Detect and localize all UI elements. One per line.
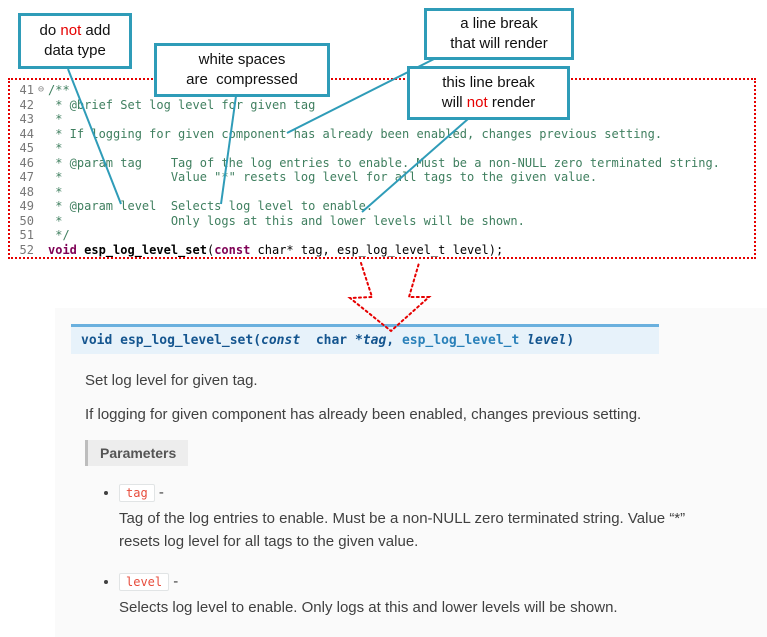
code-line: 51 */ <box>12 228 754 243</box>
code-text: * Value "*" resets log level for all tag… <box>48 170 598 184</box>
callout-break-render: a line break that will render <box>424 8 574 60</box>
emphasis-not: not <box>466 94 488 111</box>
param-description: Selects log level to enable. Only logs a… <box>119 599 618 616</box>
fold-gutter <box>34 170 48 185</box>
fold-gutter <box>34 127 48 142</box>
line-number: 52 <box>19 242 34 257</box>
code-line: 48 * <box>12 185 754 200</box>
sig-const-keyword: const <box>261 333 301 348</box>
fold-gutter <box>34 199 48 214</box>
code-text: /** <box>48 83 70 97</box>
callout-break-norender: this line break will not render <box>407 66 570 120</box>
line-number: 44 <box>19 126 34 141</box>
code-text: * <box>48 184 63 199</box>
line-number: 48 <box>19 184 34 199</box>
code-text: * <box>48 141 63 155</box>
code-line: 45 * <box>12 141 754 156</box>
code-line: 47 * Value "*" resets log level for all … <box>12 170 754 185</box>
param-badge-level: level <box>119 573 170 591</box>
emphasis-not: not <box>60 22 82 40</box>
line-number: 47 <box>19 170 34 184</box>
callout-text: white spaces are compressed <box>186 51 298 88</box>
param-description: Tag of the log entries to enable. Must b… <box>119 510 686 550</box>
doc-description: If logging for given component has alrea… <box>85 406 642 423</box>
sig-param-tag: tag <box>362 333 387 348</box>
param-dash: - <box>154 484 164 501</box>
fold-gutter <box>34 156 48 171</box>
parameter-item-level: level - Selects log level to enable. Onl… <box>119 573 747 620</box>
sig-punct: ( <box>253 333 262 348</box>
function-name: esp_log_level_set <box>76 242 207 257</box>
code-line: 44 * If logging for given component has … <box>12 127 754 142</box>
line-number: 45 <box>19 141 34 155</box>
code-text: * @param tag Tag of the log entries to e… <box>48 155 720 170</box>
code-text: * @param level Selects log level to enab… <box>48 199 374 213</box>
sig-param-level: level <box>527 333 567 348</box>
callout-text: do not add data type <box>39 22 111 59</box>
line-number: 46 <box>19 155 34 170</box>
parameter-list: tag - Tag of the log entries to enable. … <box>119 484 747 620</box>
line-number: 43 <box>19 112 34 126</box>
keyword-void: void <box>48 242 77 257</box>
parameter-item-tag: tag - Tag of the log entries to enable. … <box>119 484 747 553</box>
fold-gutter <box>34 98 48 113</box>
line-number: 49 <box>19 199 34 213</box>
param-dash: - <box>169 573 179 590</box>
line-number: 51 <box>19 228 34 242</box>
code-text: */ <box>48 228 70 242</box>
line-number: 50 <box>19 213 34 228</box>
code-line: 41 ⊖ /** <box>12 83 754 98</box>
function-signature: void esp_log_level_set(const char *tag, … <box>71 324 659 354</box>
sig-type-link[interactable]: esp_log_level_t <box>401 333 520 348</box>
code-text: * If logging for given component has alr… <box>48 126 663 141</box>
param-badge-tag: tag <box>119 484 155 502</box>
sig-punct: , <box>386 333 402 348</box>
fold-gutter <box>34 141 48 156</box>
code-line: 50 * Only logs at this and lower levels … <box>12 214 754 229</box>
sig-punct: ) <box>566 333 575 348</box>
parameters-header: Parameters <box>85 440 189 466</box>
sig-space <box>519 333 527 348</box>
doc-brief: Set log level for given tag. <box>85 372 258 389</box>
declaration-args: char* tag, esp_log_level_t level); <box>250 242 504 257</box>
callout-no-datatype: do not add data type <box>18 13 132 69</box>
code-editor: 41 ⊖ /** 42 * @brief Set log level for g… <box>8 78 756 259</box>
fold-gutter <box>34 228 48 243</box>
code-text: * @brief Set log level for given tag <box>48 97 316 112</box>
callout-whitespace: white spaces are compressed <box>154 43 330 97</box>
code-line: 43 * <box>12 112 754 127</box>
rendered-doc: void esp_log_level_set(const char *tag, … <box>55 308 767 637</box>
code-text: void esp_log_level_set(const char* tag, … <box>48 243 503 258</box>
code-text: * <box>48 112 63 126</box>
line-number: 41 <box>19 83 34 97</box>
keyword-const: const <box>214 242 251 257</box>
fold-gutter <box>34 185 48 200</box>
sig-return-type: void <box>81 333 121 348</box>
code-line: 49 * @param level Selects log level to e… <box>12 199 754 214</box>
code-text: * Only logs at this and lower levels wil… <box>48 213 525 228</box>
fold-collapse-icon[interactable]: ⊖ <box>37 84 45 95</box>
sig-char-type: char * <box>300 333 363 348</box>
sig-function-name: esp_log_level_set <box>120 333 254 348</box>
fold-gutter <box>34 214 48 229</box>
code-line: 46 * @param tag Tag of the log entries t… <box>12 156 754 171</box>
punct: ( <box>206 242 215 257</box>
callout-text: a line break that will render <box>450 15 548 52</box>
code-line: 42 * @brief Set log level for given tag <box>12 98 754 113</box>
fold-gutter <box>34 112 48 127</box>
callout-text: this line break will not render <box>441 74 536 111</box>
fold-gutter <box>34 243 48 258</box>
code-line-declaration: 52 void esp_log_level_set(const char* ta… <box>12 243 754 258</box>
line-number: 42 <box>19 97 34 112</box>
